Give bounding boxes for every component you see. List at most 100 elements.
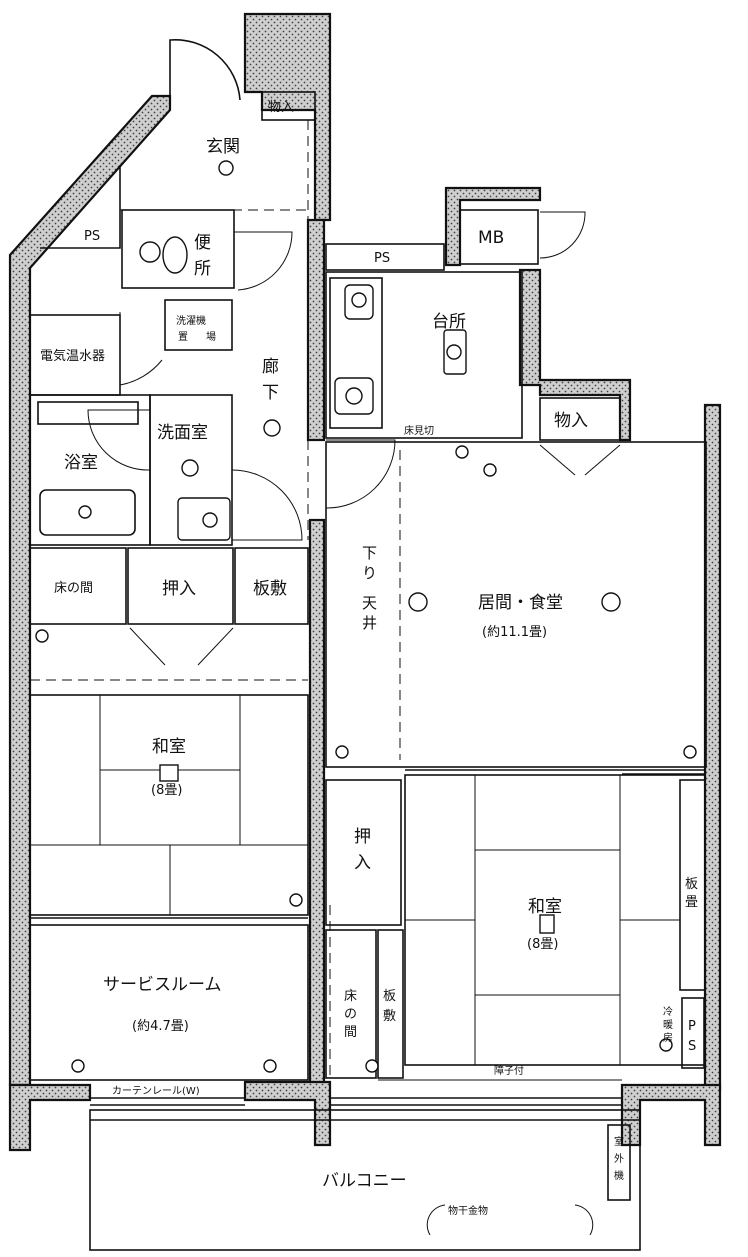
label-itajiki-left: 板敷 bbox=[253, 579, 287, 599]
fixtures bbox=[35, 160, 705, 1073]
service-room bbox=[29, 924, 309, 1081]
itajiki-left-box bbox=[234, 547, 309, 625]
label-ps-right-2: S bbox=[688, 1039, 696, 1054]
label-reibou-2: 暖 bbox=[663, 1018, 673, 1031]
label-tokonoma-right-1: 床 bbox=[344, 989, 357, 1004]
label-oshiire-right-1: 押 bbox=[354, 827, 371, 847]
label-monoire-right: 物入 bbox=[554, 411, 588, 431]
wall-bottom-left bbox=[8, 1083, 92, 1152]
doors bbox=[87, 39, 621, 1236]
bath-drain-icon bbox=[78, 505, 92, 519]
wall-mb bbox=[444, 186, 542, 267]
ps-left-outline bbox=[40, 165, 121, 249]
sink-basin-icon bbox=[345, 387, 363, 405]
outlet-icon bbox=[683, 745, 697, 759]
walls bbox=[8, 12, 722, 1152]
dashed-lines bbox=[30, 120, 331, 1080]
label-tokonoma-left: 床の間 bbox=[54, 581, 93, 596]
label-genkan: 玄関 bbox=[206, 137, 240, 157]
label-tokonoma-right-2: の bbox=[344, 1007, 357, 1022]
label-mb: MB bbox=[478, 228, 504, 248]
label-daidokoro: 台所 bbox=[432, 312, 466, 332]
label-itajiki-right-1: 板 bbox=[383, 989, 396, 1004]
label-monoire-top: 物入 bbox=[268, 100, 294, 115]
label-benjo-2: 所 bbox=[194, 259, 211, 279]
label-sagari-2: り bbox=[362, 564, 377, 582]
wall-bottom-right bbox=[620, 1083, 722, 1147]
label-ima-shokudou: 居間・食堂 bbox=[478, 593, 563, 613]
outlet-icon bbox=[365, 1059, 379, 1073]
label-itadatami-2: 畳 bbox=[685, 895, 698, 910]
label-sentakuki: 洗濯機 bbox=[176, 314, 206, 327]
kitchen-room bbox=[325, 271, 523, 439]
stove-burner-icon bbox=[351, 292, 367, 308]
label-shoujitsuki: 障子付 bbox=[494, 1064, 524, 1077]
monoire-top-box bbox=[261, 91, 316, 121]
oshiire-left-door bbox=[129, 627, 234, 666]
vanity-door bbox=[231, 469, 303, 541]
light-corridor-icon bbox=[263, 419, 281, 437]
oshiire-right-box bbox=[325, 779, 402, 926]
light-living-1-icon bbox=[408, 592, 428, 612]
label-sagari-3: 天 bbox=[362, 594, 377, 612]
ac-unit-icon bbox=[539, 914, 555, 934]
label-balcony: バルコニー bbox=[322, 1171, 407, 1191]
label-reibou-3: 房 bbox=[663, 1031, 673, 1044]
toilet-door bbox=[234, 231, 293, 291]
oshiire-left-box bbox=[127, 547, 234, 625]
label-monohoshi: 物干金物 bbox=[448, 1204, 488, 1217]
monoire-right-door bbox=[539, 444, 621, 476]
label-washitsu-right: 和室 bbox=[528, 897, 562, 917]
living-door bbox=[325, 439, 396, 509]
label-benjo-1: 便 bbox=[194, 233, 211, 253]
bathtub bbox=[39, 489, 136, 536]
label-itajiki-right-2: 敷 bbox=[383, 1009, 396, 1024]
toilet-bowl-icon bbox=[162, 236, 188, 274]
labels: 物入 玄関 PS 便 所 PS MB 台所 洗濯機 置 場 電気温水器 廊 下 … bbox=[40, 100, 698, 1217]
wall-center-lower bbox=[308, 518, 326, 1092]
label-yokushitsu: 浴室 bbox=[64, 453, 98, 473]
light-vanity-icon bbox=[181, 459, 199, 477]
mb-box bbox=[459, 209, 539, 265]
label-reibou-1: 冷 bbox=[663, 1005, 673, 1018]
outlet-icon bbox=[263, 1059, 277, 1073]
outlet-icon bbox=[659, 1038, 673, 1052]
label-sentakuki-oki: 置 bbox=[178, 331, 188, 343]
label-rouka-2: 下 bbox=[262, 383, 279, 403]
outlet-icon bbox=[289, 893, 303, 907]
tokonoma-right-box bbox=[325, 929, 377, 1079]
label-tokonoma-right-3: 間 bbox=[344, 1025, 357, 1040]
label-service-room: サービスルーム bbox=[103, 975, 222, 995]
label-ps-top: PS bbox=[374, 251, 390, 266]
wall-right bbox=[703, 403, 722, 1092]
light-genkan-icon bbox=[218, 160, 234, 176]
balcony-area bbox=[89, 1109, 641, 1251]
label-ps-right-1: P bbox=[688, 1019, 696, 1034]
outlet-icon bbox=[335, 745, 349, 759]
label-washitsu-left-area: (8畳) bbox=[151, 783, 182, 798]
outdoor-unit bbox=[607, 1124, 631, 1201]
entrance-door bbox=[169, 39, 241, 105]
itadatami-strip bbox=[679, 779, 706, 991]
label-washitsu-left: 和室 bbox=[152, 737, 186, 757]
label-oshiire-right-2: 入 bbox=[354, 853, 371, 873]
label-oshiire-left: 押入 bbox=[162, 579, 196, 599]
living-dining-room bbox=[325, 441, 707, 768]
vanity-basin-icon bbox=[202, 512, 218, 528]
kitchen-counter bbox=[329, 277, 383, 429]
monoire-right-box bbox=[539, 397, 621, 441]
ps-right-box bbox=[681, 997, 705, 1069]
label-rouka-1: 廊 bbox=[262, 357, 279, 377]
toilet-tank-icon bbox=[139, 241, 161, 263]
label-sentakuki-ba: 場 bbox=[206, 330, 216, 343]
laundry-door bbox=[119, 312, 163, 386]
label-washitsu-right-area: (8畳) bbox=[527, 937, 558, 952]
label-ps-left: PS bbox=[84, 229, 100, 244]
washitsu-left-room bbox=[29, 694, 309, 916]
outlet-icon bbox=[35, 629, 49, 643]
label-sagari-1: 下 bbox=[362, 544, 377, 562]
wall-center bbox=[306, 218, 326, 442]
bath-shelf bbox=[37, 401, 139, 425]
room-outlines bbox=[29, 91, 707, 1251]
outlet-icon bbox=[483, 463, 497, 477]
